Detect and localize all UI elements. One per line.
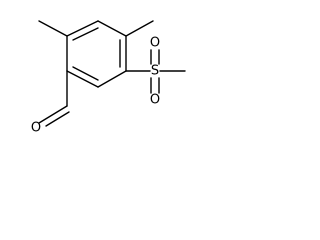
ring-bond-3	[97, 70, 127, 88]
sulfur-label: S	[151, 64, 159, 79]
sulfonyl-oxygen-top-label: O	[150, 36, 160, 51]
sulfonyl-oxygen-bottom-label: O	[150, 93, 160, 108]
aldehyde-double-bond-inner	[45, 111, 70, 127]
aldehyde-double-bond-outer	[38, 105, 68, 124]
chemical-structure: O O S O	[31, 20, 186, 136]
aldehyde-oxygen-label: O	[31, 121, 41, 136]
ring-bond-1	[97, 20, 127, 37]
methyl-bond-left	[38, 20, 68, 37]
ring-double-bond-top	[72, 27, 99, 41]
ring-bond-4	[66, 70, 99, 88]
ring-double-bond-bottom	[72, 66, 99, 81]
ring-bond-6	[66, 20, 99, 37]
methyl-bond-top	[125, 20, 154, 37]
